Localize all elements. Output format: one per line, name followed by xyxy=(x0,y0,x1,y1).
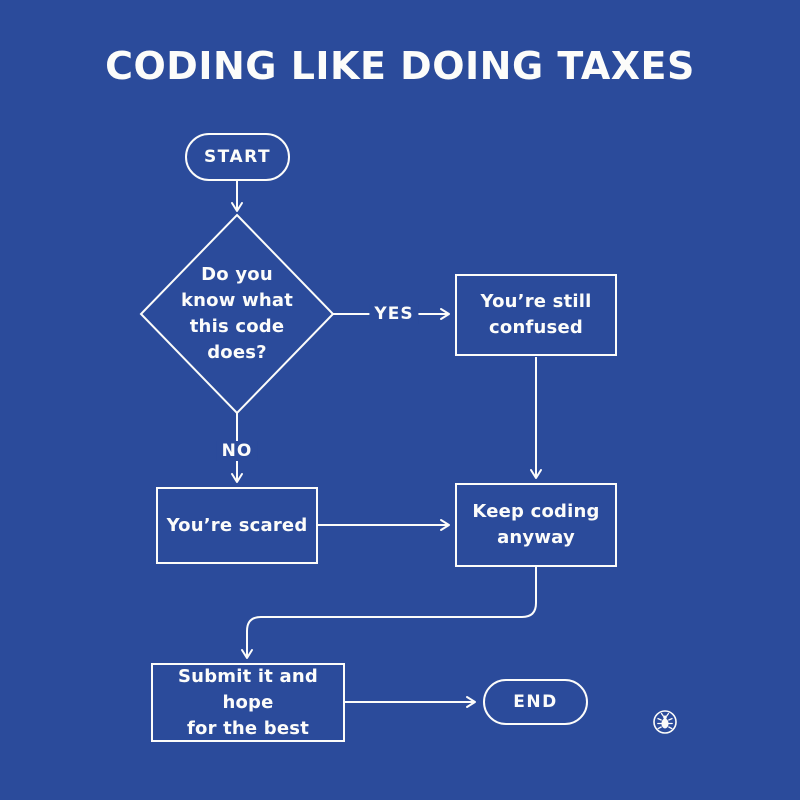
keep-coding-line-1: Keep coding xyxy=(472,501,600,522)
still-confused-line-1: You’re still xyxy=(480,291,592,312)
node-decision-label: Do you know what this code does? xyxy=(172,260,302,368)
decision-line-2: know what xyxy=(180,290,294,311)
scared-label: You’re scared xyxy=(166,514,308,536)
node-end-label: END xyxy=(513,692,558,712)
submit-line-1: Submit it and hope xyxy=(178,665,318,713)
page-title: CODING LIKE DOING TAXES xyxy=(105,44,695,88)
node-start: START xyxy=(185,133,290,181)
decision-line-3: this code xyxy=(189,316,285,337)
node-keep-coding: Keep coding anyway xyxy=(455,483,617,567)
node-still-confused: You’re still confused xyxy=(455,274,617,356)
keep-coding-line-2: anyway xyxy=(497,527,575,548)
edge-keep-coding-to-submit xyxy=(241,567,537,659)
edge-label-yes: YES xyxy=(369,304,419,324)
node-end: END xyxy=(483,679,588,725)
decision-line-4: does? xyxy=(207,342,267,363)
node-scared: You’re scared xyxy=(156,487,318,564)
bug-icon xyxy=(653,710,677,734)
node-start-label: START xyxy=(203,147,272,167)
edge-label-no: NO xyxy=(216,441,258,461)
submit-line-2: for the best xyxy=(186,717,310,739)
still-confused-line-2: confused xyxy=(489,317,583,338)
decision-line-1: Do you xyxy=(201,264,273,285)
node-submit: Submit it and hope for the best xyxy=(151,663,345,742)
